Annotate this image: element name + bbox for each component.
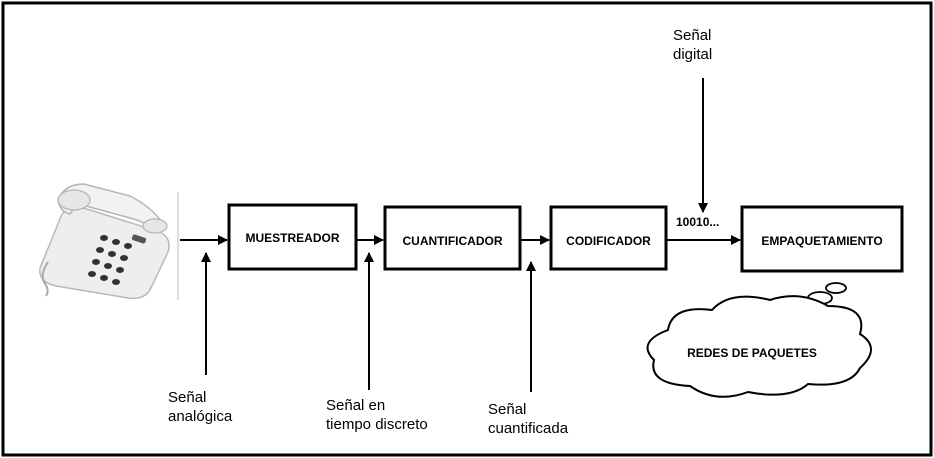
senal-analogica-label: Señal analógica: [168, 389, 233, 425]
muestreador-block: [227, 203, 358, 271]
senal-tiempo-discreto-label: Señal en tiempo discreto: [326, 397, 428, 433]
cuantificador-label: CUANTIFICADOR: [403, 234, 503, 248]
empaquetamiento-block: [740, 205, 904, 273]
codificador-block: [549, 205, 668, 271]
codificador-label: CODIFICADOR: [566, 234, 651, 248]
cuantificador-block: [383, 205, 522, 271]
senal-digital-label: Señal digital: [673, 27, 716, 63]
cloud-icon: [646, 282, 872, 398]
cloud-label: REDES DE PAQUETES: [687, 346, 817, 360]
telephone-icon: [39, 183, 179, 300]
bits-label: 10010...: [676, 215, 719, 229]
senal-cuantificada-label: Señal cuantificada: [488, 401, 569, 437]
muestreador-label: MUESTREADOR: [245, 231, 339, 245]
empaquetamiento-label: EMPAQUETAMIENTO: [761, 234, 882, 248]
